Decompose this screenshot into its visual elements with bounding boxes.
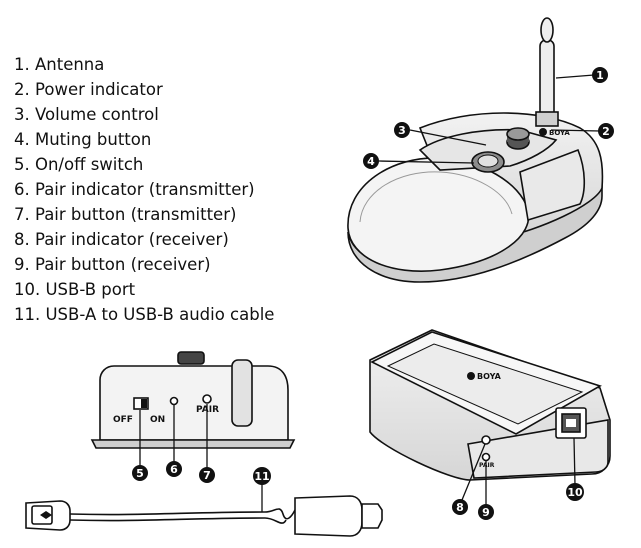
callout-2: 2 xyxy=(598,123,614,139)
callout-4: 4 xyxy=(363,153,379,169)
receiver-callout-lines xyxy=(461,437,576,505)
part-item-muting-button: 4. Muting button xyxy=(14,130,152,149)
svg-text:11: 11 xyxy=(254,470,269,483)
svg-text:10: 10 xyxy=(567,486,583,499)
callout-10: 10 xyxy=(566,483,584,501)
part-item-on-off-switch: 5. On/off switch xyxy=(14,155,144,174)
part-item-pair-button-transmitter: 7. Pair button (transmitter) xyxy=(14,205,237,224)
part-item-pair-button-receiver: 9. Pair button (receiver) xyxy=(14,255,211,274)
transmitter-illustration: BOYA xyxy=(347,17,604,283)
part-item-volume-control: 3. Volume control xyxy=(14,105,159,124)
callout-6: 6 xyxy=(166,461,182,477)
svg-text:3: 3 xyxy=(398,124,406,137)
callout-5: 5 xyxy=(132,465,148,481)
svg-text:7: 7 xyxy=(203,469,211,482)
receiver-illustration xyxy=(369,329,611,481)
rear-callout-lines xyxy=(139,404,208,468)
callout-1: 1 xyxy=(592,67,608,83)
callout-bubbles: 1 2 3 4 5 6 7 8 xyxy=(132,67,614,520)
callout-3: 3 xyxy=(394,122,410,138)
svg-text:8: 8 xyxy=(456,501,464,514)
part-item-usb-b-port: 10. USB-B port xyxy=(14,280,136,299)
on-label: ON xyxy=(150,415,165,425)
svg-text:5: 5 xyxy=(136,467,144,480)
part-item-pair-indicator-receiver: 8. Pair indicator (receiver) xyxy=(14,230,229,249)
svg-text:6: 6 xyxy=(170,463,178,476)
part-item-power-indicator: 2. Power indicator xyxy=(14,80,163,99)
callout-11: 11 xyxy=(253,467,271,485)
receiver-brand-text: BOYA xyxy=(477,372,502,381)
callout-7: 7 xyxy=(199,467,215,483)
receiver-pair-label: PAIR xyxy=(479,462,495,469)
part-item-usb-cable: 11. USB-A to USB-B audio cable xyxy=(14,305,275,324)
part-item-antenna: 1. Antenna xyxy=(14,55,105,74)
transmitter-callout-lines xyxy=(378,74,601,164)
off-label: OFF xyxy=(113,415,133,425)
usb-cable-illustration xyxy=(25,495,383,537)
transmitter-brand-text: BOYA xyxy=(549,129,570,137)
part-item-pair-indicator-transmitter: 6. Pair indicator (transmitter) xyxy=(14,180,255,199)
svg-text:4: 4 xyxy=(367,155,375,168)
transmitter-rear-view xyxy=(90,351,296,449)
svg-text:9: 9 xyxy=(482,506,490,519)
callout-9: 9 xyxy=(478,504,494,520)
receiver-labels: BOYA PAIR xyxy=(477,372,502,469)
callout-8: 8 xyxy=(452,499,468,515)
svg-text:1: 1 xyxy=(596,69,604,82)
parts-list: 1. Antenna 2. Power indicator 3. Volume … xyxy=(14,52,274,327)
svg-text:2: 2 xyxy=(602,125,610,138)
